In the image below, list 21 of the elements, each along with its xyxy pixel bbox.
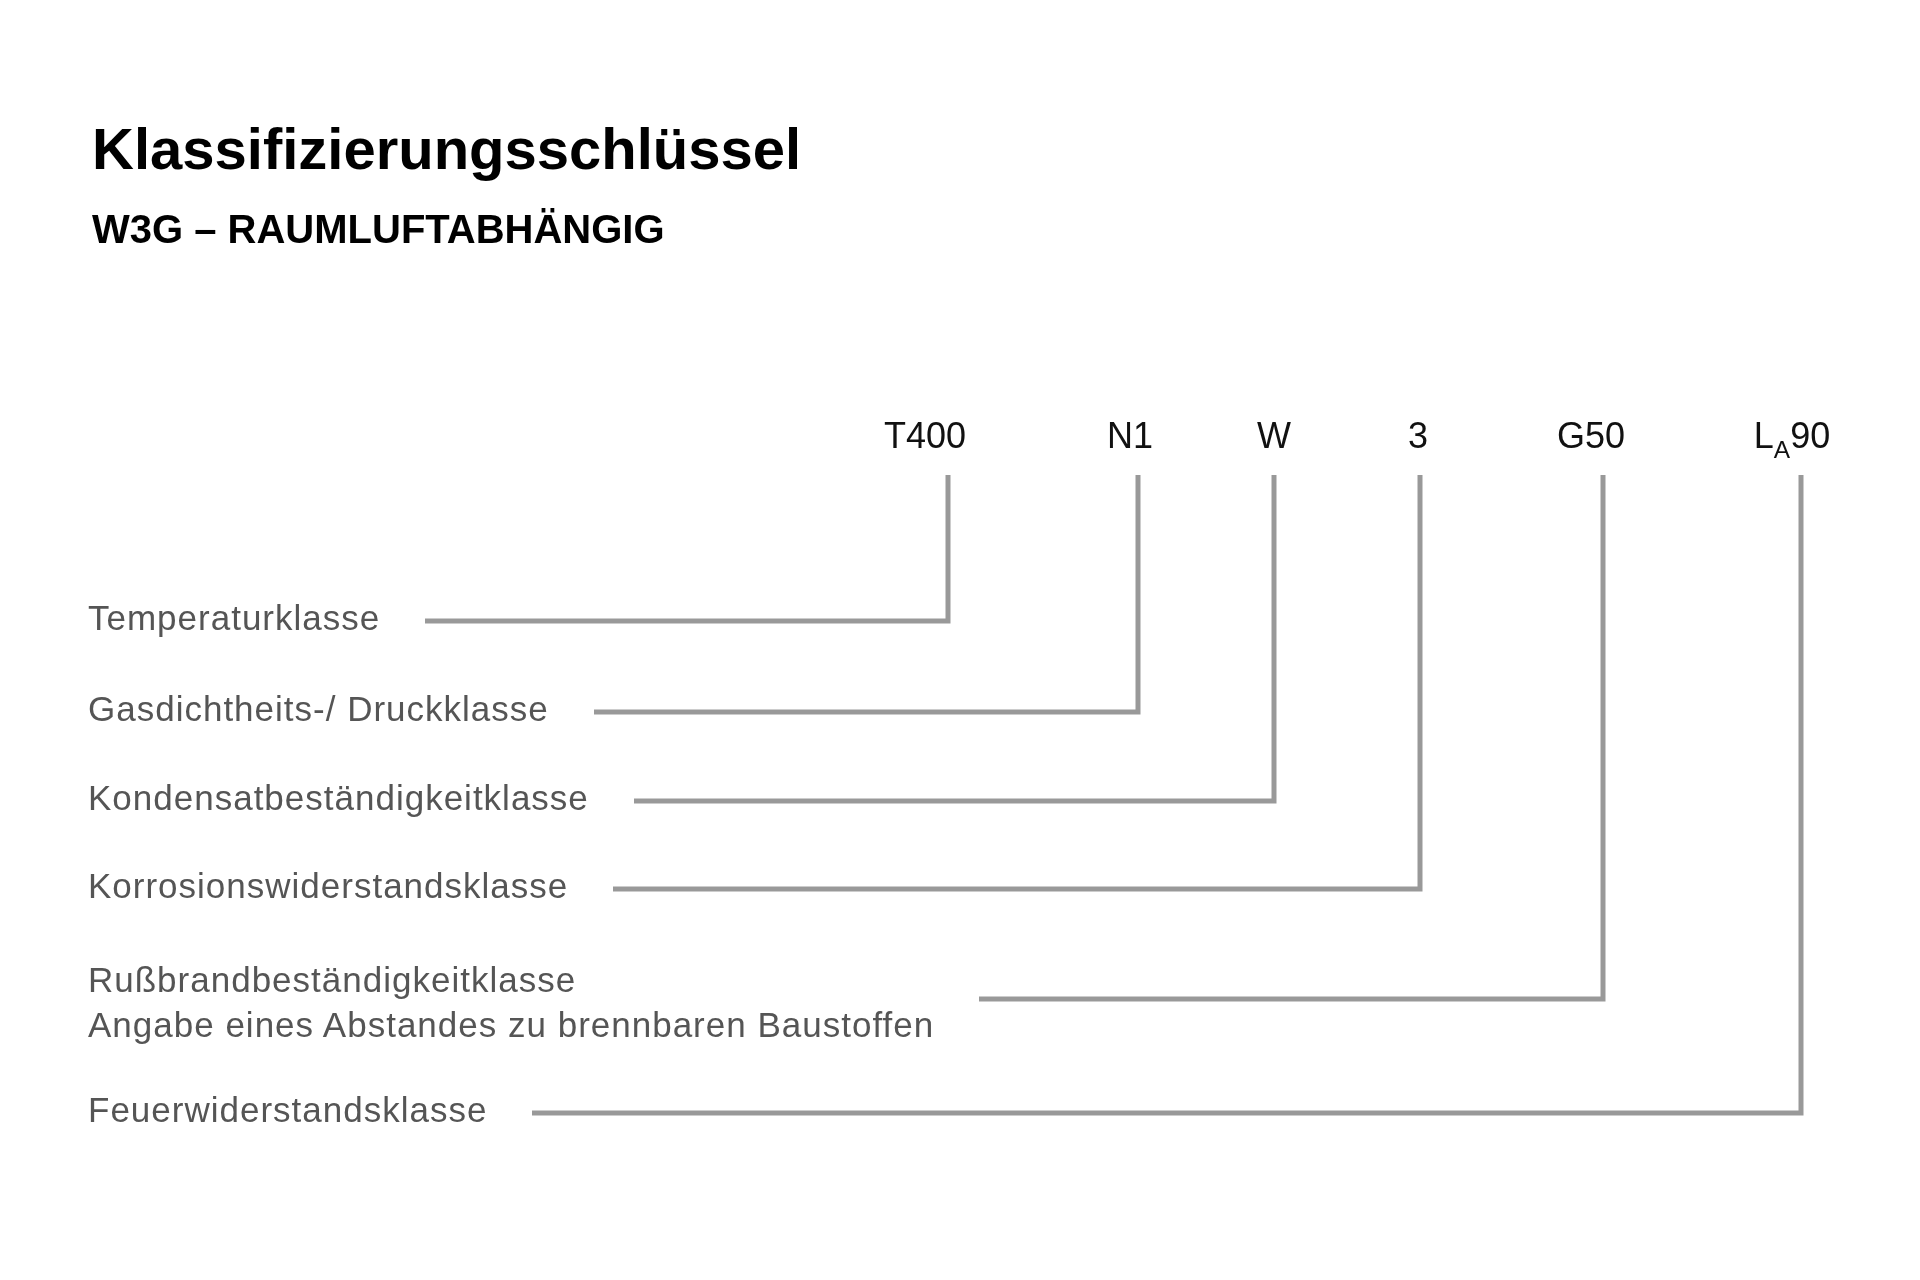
class-description: Feuerwiderstandsklasse bbox=[88, 1089, 488, 1131]
class-description: Korrosionswiderstandsklasse bbox=[88, 865, 569, 907]
class-code: L$_{A}$90 bbox=[1753, 414, 1831, 458]
leader-line bbox=[634, 475, 1277, 804]
class-code: 3 bbox=[1408, 414, 1428, 458]
leader-line bbox=[532, 475, 1804, 1116]
class-code: T400 bbox=[883, 414, 967, 458]
class-description: Kondensatbeständigkeitklasse bbox=[88, 777, 589, 819]
leader-line bbox=[613, 475, 1423, 892]
class-code: G50 bbox=[1557, 414, 1625, 458]
class-code: W bbox=[1257, 414, 1291, 458]
class-description: Gasdichtheits-/ Druckklasse bbox=[88, 688, 549, 730]
class-description: Rußbrandbeständigkeitklasse bbox=[88, 959, 578, 1001]
leader-line bbox=[979, 475, 1606, 1002]
class-description: Angabe eines Abstandes zu brennbaren Baustoffen bbox=[88, 1004, 935, 1046]
class-code: N1 bbox=[1107, 414, 1153, 458]
subtitle: W3G – RAUMLUFTABHÄNGIG bbox=[92, 206, 665, 253]
leader-line bbox=[594, 475, 1141, 715]
diagram-title: Klassifizierungsschlüssel bbox=[92, 115, 802, 183]
leader-line bbox=[425, 475, 951, 624]
class-description: Temperaturklasse bbox=[88, 597, 381, 639]
